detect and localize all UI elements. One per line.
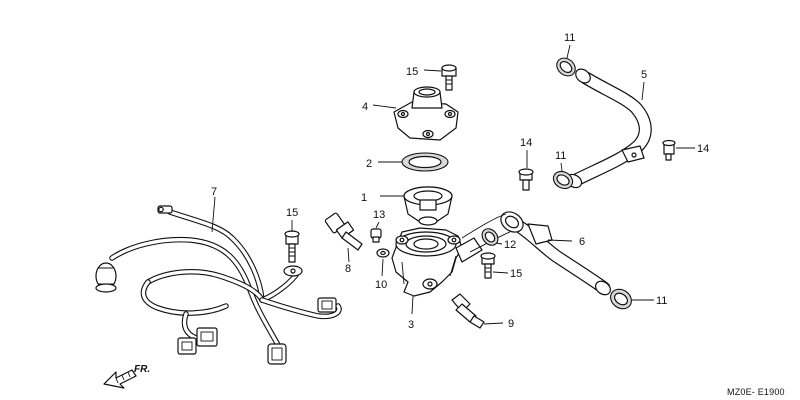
bolt-15-right — [480, 252, 509, 279]
hose-clamp-11-mid — [552, 162, 574, 190]
callout-11-mid: 11 — [555, 150, 566, 162]
front-direction-label: FR. — [134, 364, 150, 375]
thermostat-housing — [391, 227, 483, 315]
hose-clamp-11-low — [610, 288, 654, 310]
bolt-14-right — [662, 139, 695, 161]
callout-11-top: 11 — [564, 32, 575, 44]
callout-10: 10 — [375, 279, 387, 291]
callout-14-right: 14 — [697, 143, 709, 155]
callout-3: 3 — [408, 319, 414, 331]
bolt-14-mid — [518, 150, 534, 191]
callout-15-right: 15 — [510, 268, 522, 280]
connector-bottom — [267, 343, 287, 365]
callout-9: 9 — [508, 318, 514, 330]
callout-14-mid: 14 — [520, 137, 532, 149]
bolt-15-left — [284, 220, 300, 263]
hose-clamp-11-top — [556, 44, 576, 77]
callout-2: 2 — [366, 158, 372, 170]
o-ring-12 — [481, 228, 503, 246]
callout-12: 12 — [504, 239, 516, 251]
callout-labels: 1 2 3 4 5 6 7 8 9 10 11 11 11 12 13 14 1… — [211, 32, 709, 331]
bolt-15-top — [423, 64, 457, 91]
thermostat-1 — [380, 186, 453, 226]
round-connector — [95, 262, 117, 293]
callout-13: 13 — [373, 209, 385, 221]
connector-right — [317, 297, 337, 313]
front-direction-arrow: FR. — [103, 364, 150, 389]
callout-1: 1 — [361, 192, 367, 204]
callout-15-left: 15 — [286, 207, 298, 219]
ring-terminal — [283, 265, 303, 277]
callout-8: 8 — [345, 263, 351, 275]
washer-10 — [376, 248, 390, 277]
water-pipe-6 — [461, 211, 612, 296]
sensor-8 — [324, 212, 363, 263]
callout-15-top: 15 — [406, 66, 418, 78]
diagram-code: MZ0E- E1900 — [727, 387, 785, 397]
callout-7: 7 — [211, 186, 217, 198]
wire-harness — [95, 196, 342, 365]
callout-6: 6 — [579, 236, 585, 248]
upper-hose-5 — [565, 68, 652, 189]
thermostat-cover-4 — [372, 86, 459, 141]
connector-center — [177, 327, 218, 355]
callout-11-low: 11 — [656, 295, 667, 307]
sensor-switch-9 — [451, 293, 504, 329]
seal-ring-2 — [378, 152, 449, 172]
part-13 — [370, 221, 382, 243]
callout-5: 5 — [641, 69, 647, 81]
callout-4: 4 — [362, 101, 368, 113]
